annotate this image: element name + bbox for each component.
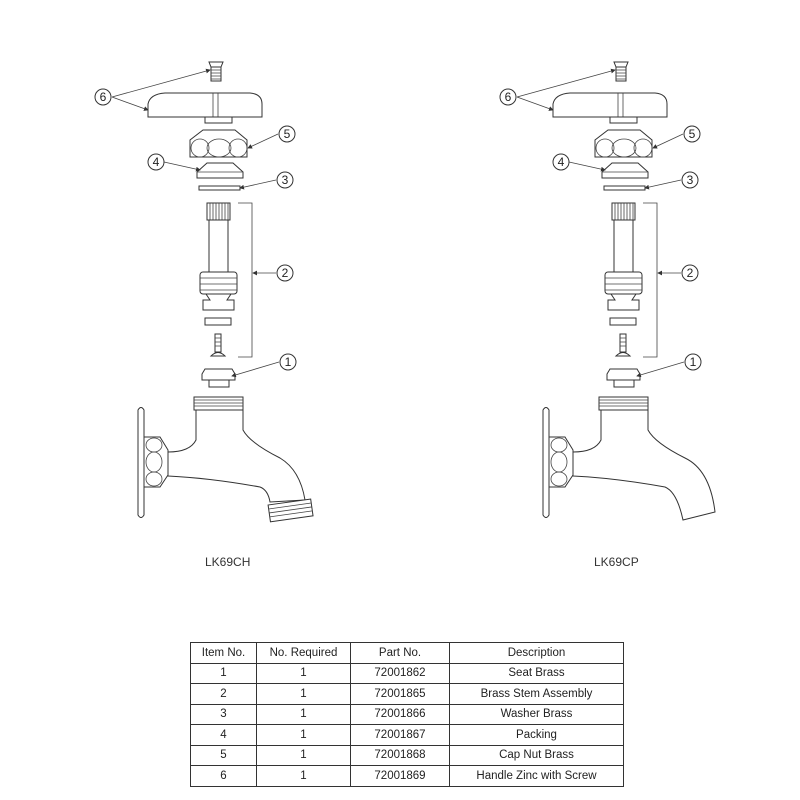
part-no: 72001867 bbox=[350, 724, 450, 746]
callout-3: 3 bbox=[681, 171, 699, 189]
item-no: 2 bbox=[190, 683, 257, 705]
header-no-required: No. Required bbox=[256, 642, 351, 664]
faucet-lk69cp-drawing: 6 5 4 3 2 1 bbox=[499, 61, 716, 521]
header-description: Description bbox=[449, 642, 624, 664]
description: Seat Brass bbox=[449, 662, 624, 684]
callout-label: 2 bbox=[687, 266, 694, 280]
exploded-diagram: 6 5 4 3 2 1 6 5 4 3 2 1 bbox=[94, 61, 716, 523]
callout-3: 3 bbox=[276, 171, 294, 189]
no-required: 1 bbox=[256, 744, 351, 766]
item-no: 4 bbox=[190, 724, 257, 746]
faucet-lk69ch-drawing: 6 5 4 3 2 1 bbox=[94, 61, 314, 523]
callout-2: 2 bbox=[681, 264, 699, 282]
no-required: 1 bbox=[256, 662, 351, 684]
part-no: 72001868 bbox=[350, 744, 450, 766]
callout-label: 5 bbox=[689, 127, 696, 141]
no-required: 1 bbox=[256, 703, 351, 725]
callout-label: 6 bbox=[505, 90, 512, 104]
header-item-no: Item No. bbox=[190, 642, 257, 664]
callout-5: 5 bbox=[278, 125, 296, 143]
item-no: 1 bbox=[190, 662, 257, 684]
item-no: 6 bbox=[190, 765, 257, 787]
no-required: 1 bbox=[256, 683, 351, 705]
callout-1: 1 bbox=[279, 353, 297, 371]
callout-label: 4 bbox=[558, 155, 565, 169]
description: Cap Nut Brass bbox=[449, 744, 624, 766]
callout-5: 5 bbox=[683, 125, 701, 143]
callout-label: 1 bbox=[690, 355, 697, 369]
callout-label: 1 bbox=[285, 355, 292, 369]
model-label-lk69cp: LK69CP bbox=[594, 555, 639, 569]
callout-label: 5 bbox=[284, 127, 291, 141]
callout-6: 6 bbox=[499, 88, 517, 106]
callout-6: 6 bbox=[94, 88, 112, 106]
item-no: 5 bbox=[190, 744, 257, 766]
callout-label: 6 bbox=[100, 90, 107, 104]
part-no: 72001869 bbox=[350, 765, 450, 787]
callout-4: 4 bbox=[147, 153, 165, 171]
callout-label: 4 bbox=[153, 155, 160, 169]
description: Packing bbox=[449, 724, 624, 746]
callout-label: 2 bbox=[282, 266, 289, 280]
part-no: 72001865 bbox=[350, 683, 450, 705]
callout-2: 2 bbox=[276, 264, 294, 282]
parts-table: Item No. No. Required Part No. Descripti… bbox=[190, 642, 624, 787]
description: Handle Zinc with Screw bbox=[449, 765, 624, 787]
item-no: 3 bbox=[190, 703, 257, 725]
callout-1: 1 bbox=[684, 353, 702, 371]
part-no: 72001866 bbox=[350, 703, 450, 725]
model-label-lk69ch: LK69CH bbox=[205, 555, 251, 569]
callout-label: 3 bbox=[282, 173, 289, 187]
table-header-row: Item No. No. Required Part No. Descripti… bbox=[190, 642, 624, 664]
callout-4: 4 bbox=[552, 153, 570, 171]
callout-label: 3 bbox=[687, 173, 694, 187]
no-required: 1 bbox=[256, 724, 351, 746]
part-no: 72001862 bbox=[350, 662, 450, 684]
no-required: 1 bbox=[256, 765, 351, 787]
description: Washer Brass bbox=[449, 703, 624, 725]
description: Brass Stem Assembly bbox=[449, 683, 624, 705]
header-part-no: Part No. bbox=[350, 642, 450, 664]
